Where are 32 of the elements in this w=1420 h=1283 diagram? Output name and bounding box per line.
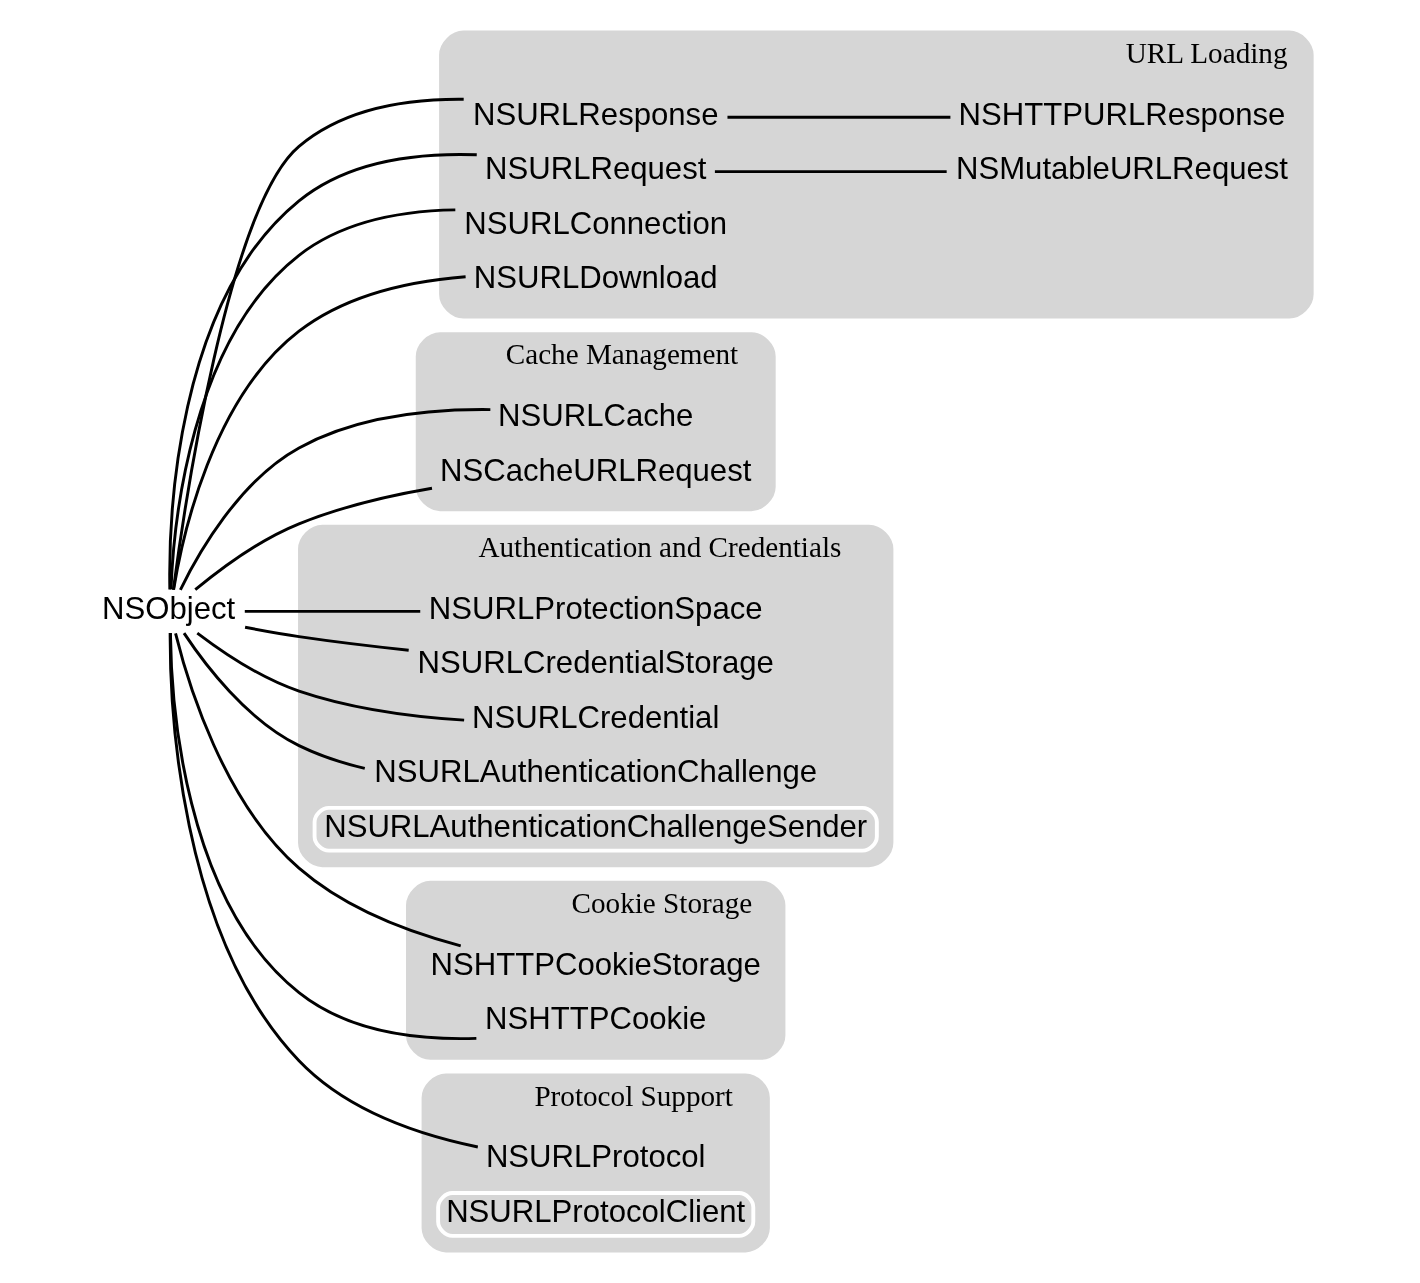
node-text: NSHTTPURLResponse [958, 96, 1285, 132]
connector [714, 170, 947, 174]
connector [182, 632, 365, 770]
node-text: NSURLDownload [473, 259, 718, 295]
node-text: NSURLCredential [471, 699, 719, 735]
connector [244, 625, 409, 652]
node-text: NSObject [101, 590, 235, 626]
node-text: NSURLProtocol [485, 1139, 705, 1175]
node-text: NSCacheURLRequest [439, 452, 751, 488]
connector [195, 631, 464, 722]
node-text: NSURLResponse [472, 96, 718, 132]
node-box: NSURLProtocolClient [435, 1191, 755, 1238]
node-text: NSMutableURLRequest [955, 151, 1288, 187]
node-text: NSURLRequest [484, 151, 706, 187]
connector [169, 208, 455, 590]
node-text: NSURLAuthenticationChallenge [373, 754, 817, 790]
connector [193, 486, 432, 591]
node-text: NSURLCache [497, 398, 693, 434]
connector [726, 115, 950, 119]
node-box: NSURLAuthenticationChallengeSender [312, 805, 879, 853]
connector [244, 609, 420, 613]
node-text: NSHTTPCookie [484, 1001, 706, 1037]
connector [167, 153, 477, 590]
node-text: NSURLCredentialStorage [417, 645, 774, 681]
node-text: NSHTTPCookieStorage [430, 946, 761, 982]
connector [178, 408, 490, 591]
node-text: NSURLProtectionSpace [428, 590, 763, 626]
node-text: NSURLConnection [463, 205, 727, 241]
connector [168, 633, 478, 1149]
connector [173, 633, 461, 948]
connector [171, 275, 466, 590]
connector [171, 97, 464, 591]
